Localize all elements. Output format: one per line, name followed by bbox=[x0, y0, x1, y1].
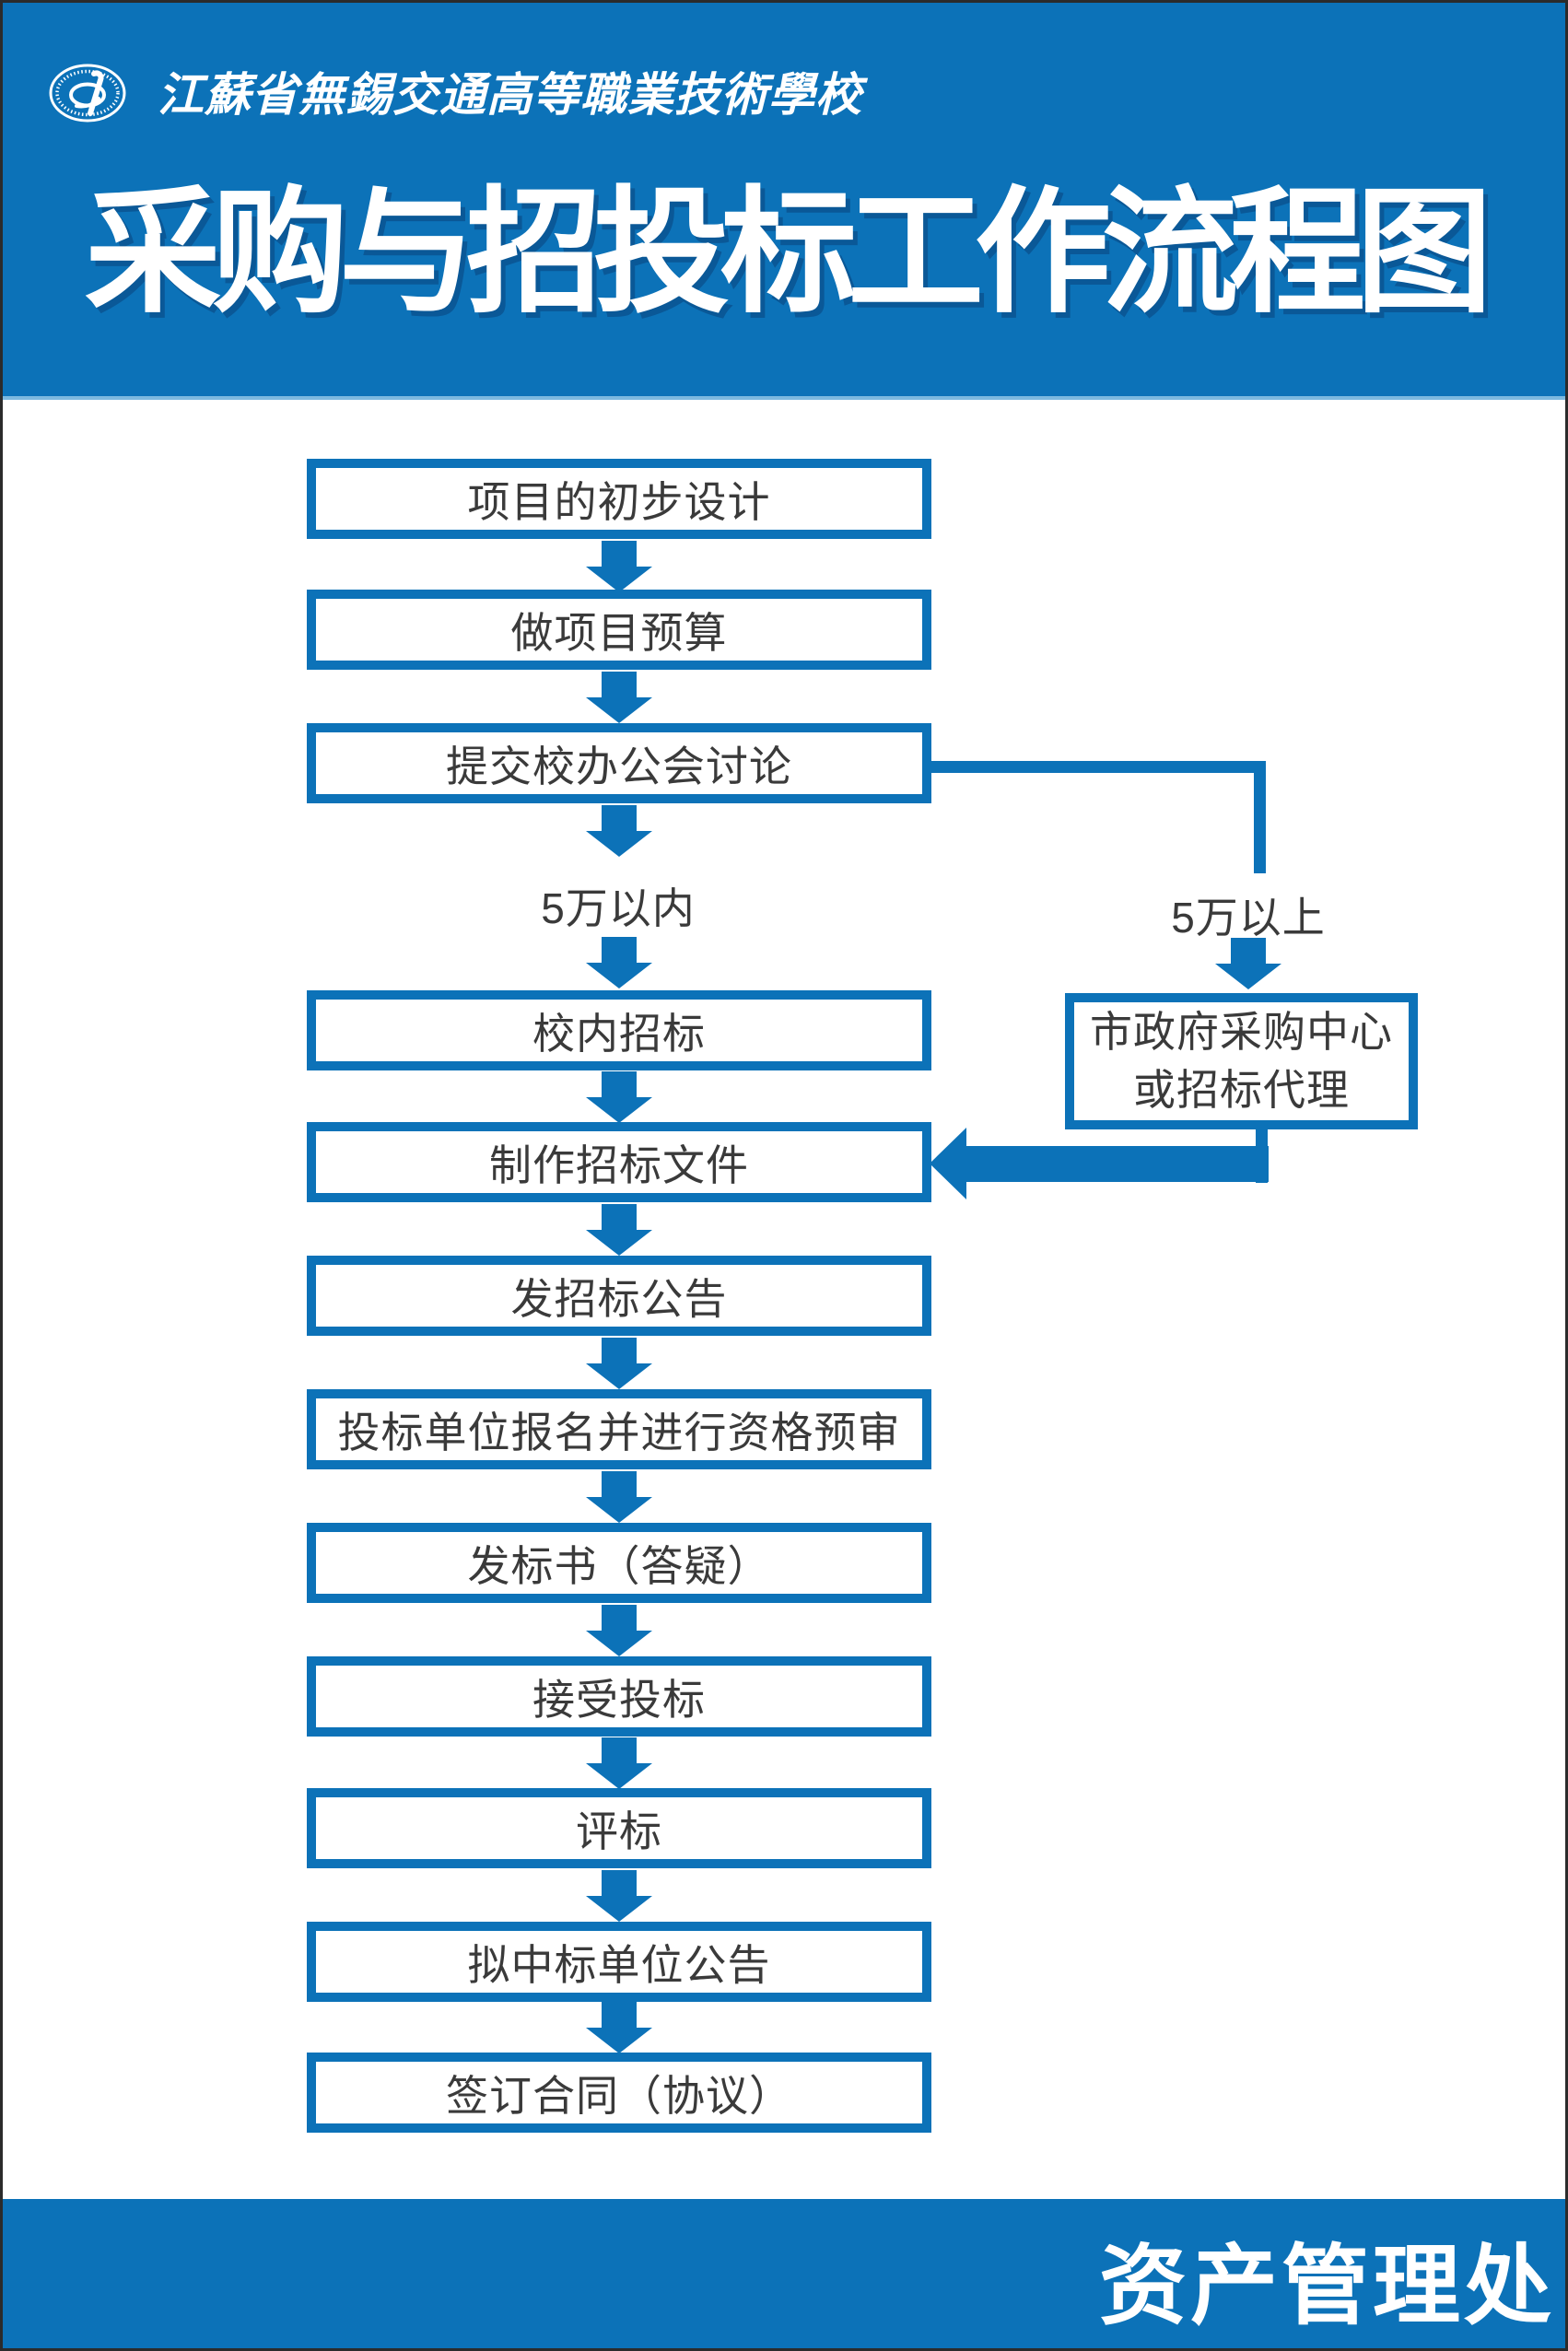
footer-department: 资产管理处 bbox=[1099, 2238, 1556, 2335]
arrow-down-icon bbox=[586, 672, 652, 723]
arrow-down-icon bbox=[586, 937, 652, 988]
flow-step-label: 签订合同（协议） bbox=[446, 2071, 792, 2120]
arrow-left-icon bbox=[930, 1128, 966, 1199]
flow-step-label: 拟中标单位公告 bbox=[467, 1940, 771, 1989]
flow-step-label: 投标单位报名并进行资格预审 bbox=[337, 1408, 901, 1456]
flow-box-step-9: 接受投标 bbox=[307, 1656, 931, 1737]
flow-step-label: 接受投标 bbox=[532, 1675, 706, 1724]
flow-step-label: 评标 bbox=[576, 1807, 662, 1855]
flow-box-step-3: 提交校办公会讨论 bbox=[307, 723, 931, 803]
poster-title: 采购与招投标工作流程图 bbox=[85, 179, 1492, 330]
flow-box-step-8: 发标书（答疑） bbox=[307, 1523, 931, 1603]
flow-box-step-6: 发招标公告 bbox=[307, 1256, 931, 1336]
connector-line-horizontal bbox=[929, 761, 1266, 773]
arrow-down-icon bbox=[586, 1737, 652, 1789]
flow-step-label: 制作招标文件 bbox=[489, 1140, 749, 1189]
flow-step-label: 发招标公告 bbox=[510, 1274, 728, 1323]
arrow-down-icon bbox=[586, 1605, 652, 1656]
flow-box-step-4: 校内招标 bbox=[307, 990, 931, 1070]
footer-band bbox=[3, 2199, 1565, 2348]
header-band-edge bbox=[3, 396, 1565, 400]
arrow-down-icon bbox=[586, 541, 652, 592]
arrow-down-icon bbox=[586, 1204, 652, 1256]
flow-box-step-11: 拟中标单位公告 bbox=[307, 1922, 931, 2002]
arrow-left-stem bbox=[965, 1146, 1269, 1182]
branch-label-under-50k: 5万以内 bbox=[541, 884, 696, 932]
arrow-down-icon bbox=[1215, 938, 1281, 989]
arrow-down-icon bbox=[586, 2002, 652, 2053]
flow-step-label: 发标书（答疑） bbox=[467, 1541, 771, 1590]
arrow-down-icon bbox=[586, 1870, 652, 1922]
agency-label-line1: 市政府采购中心 bbox=[1090, 1007, 1393, 1056]
school-name: 江蘇省無錫交通高等職業技術學校 bbox=[158, 69, 862, 121]
header-band bbox=[3, 3, 1565, 396]
agency-label-line2: 或招标代理 bbox=[1133, 1066, 1350, 1114]
school-emblem-icon bbox=[49, 64, 126, 123]
arrow-down-icon bbox=[586, 1071, 652, 1123]
connector-line-vertical bbox=[1254, 761, 1266, 873]
flow-step-label: 做项目预算 bbox=[510, 608, 728, 657]
branch-label-over-50k: 5万以上 bbox=[1171, 894, 1326, 942]
arrow-down-icon bbox=[586, 805, 652, 857]
flow-box-step-2: 做项目预算 bbox=[307, 590, 931, 670]
flow-step-label: 校内招标 bbox=[532, 1009, 706, 1058]
arrow-down-icon bbox=[586, 1338, 652, 1389]
flow-box-step-12: 签订合同（协议） bbox=[307, 2053, 931, 2133]
flow-box-step-1: 项目的初步设计 bbox=[307, 459, 931, 539]
flow-box-agency: 市政府采购中心 或招标代理 bbox=[1065, 993, 1418, 1129]
flow-box-step-10: 评标 bbox=[307, 1788, 931, 1868]
flow-box-step-7: 投标单位报名并进行资格预审 bbox=[307, 1389, 931, 1469]
flow-box-step-5: 制作招标文件 bbox=[307, 1122, 931, 1202]
flow-step-label: 提交校办公会讨论 bbox=[446, 742, 792, 790]
arrow-down-icon bbox=[586, 1471, 652, 1523]
flow-step-label: 项目的初步设计 bbox=[467, 477, 771, 526]
